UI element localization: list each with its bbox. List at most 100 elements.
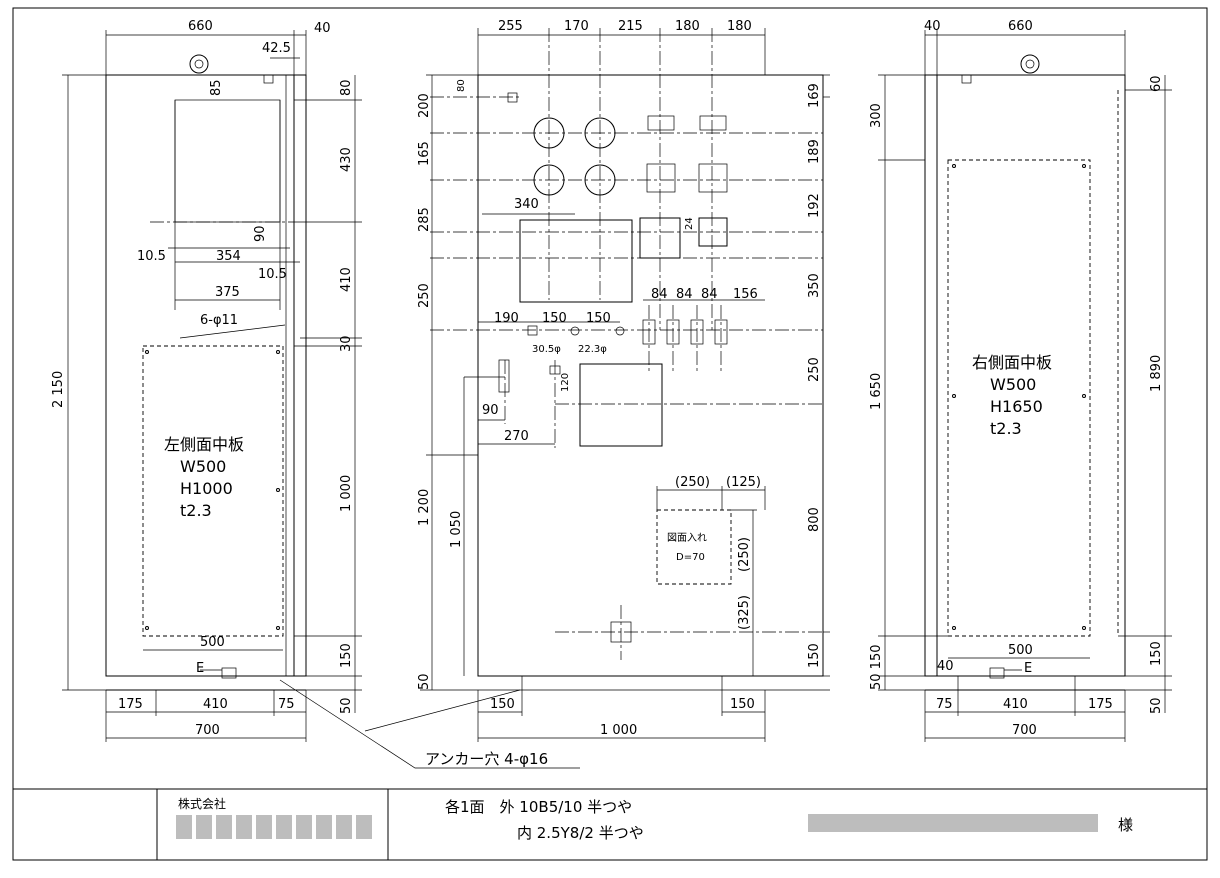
dim-right-w40: 40 (937, 659, 954, 674)
dim-right-700: 700 (1012, 723, 1037, 738)
right-e-label: E (1024, 661, 1032, 676)
dim-left-85: 85 (209, 79, 224, 96)
dim-right-40: 40 (924, 19, 941, 34)
upper-window (174, 99, 281, 223)
switch-icon (647, 115, 675, 131)
dim-pocket-250: (250) (675, 475, 710, 490)
left-panel-height: H1000 (180, 479, 233, 498)
dim-pocket-h325: (325) (737, 595, 752, 630)
left-mid-panel (142, 345, 284, 637)
dim-left-410: 410 (339, 267, 354, 292)
dim-left-500: 500 (200, 635, 225, 650)
lower-box (579, 363, 663, 447)
holes-leader (179, 324, 286, 339)
meter-icon (584, 117, 616, 149)
dim-left-354: 354 (216, 249, 241, 264)
dim-front-84c: 84 (701, 287, 718, 302)
dim-left-30: 30 (339, 335, 354, 352)
dim-pocket-h250: (250) (737, 537, 752, 572)
anchor-leader (279, 679, 580, 769)
small-lamp-icon (507, 92, 518, 103)
dim-front-1050: 1 050 (449, 511, 464, 548)
dim-left-40: 40 (314, 21, 331, 36)
dim-front-350: 350 (807, 273, 822, 298)
left-panel-thickness: t2.3 (180, 501, 212, 520)
dim-front-255: 255 (498, 19, 523, 34)
dim-left-175: 175 (118, 697, 143, 712)
dim-front-150a: 150 (542, 311, 567, 326)
pocket-title: 図面入れ (667, 532, 707, 544)
right-side-view: 40 660 300 1 650 50 150 60 1 890 150 50 … (869, 19, 1172, 742)
right-panel-width: W500 (990, 375, 1036, 394)
dim-front-50: 50 (417, 673, 432, 690)
dim-right-1890: 1 890 (1149, 355, 1164, 392)
dim-front-250: 250 (417, 283, 432, 308)
dim-front-200: 200 (417, 93, 432, 118)
company-prefix: 株式会社 (178, 796, 226, 811)
dim-left-75: 75 (278, 697, 295, 712)
dim-front-80: 80 (456, 79, 467, 92)
dim-front-84b: 84 (676, 287, 693, 302)
switch-icon (699, 115, 727, 131)
right-panel-name: 右側面中板 (972, 353, 1052, 372)
right-panel-height: H1650 (990, 397, 1043, 416)
dim-right-75: 75 (936, 697, 953, 712)
left-cabinet-outline (105, 74, 307, 677)
controller-box (698, 217, 728, 247)
dim-front-150b: 150 (586, 311, 611, 326)
dim-left-375: 375 (215, 285, 240, 300)
dim-front-340: 340 (514, 197, 539, 212)
front-cabinet-outline (477, 74, 824, 677)
left-panel-name: 左側面中板 (164, 435, 244, 454)
latch-icon (263, 74, 274, 84)
dim-left-660: 660 (188, 19, 213, 34)
meter-icon (533, 117, 565, 149)
left-e-label: E (196, 661, 204, 676)
dim-right-500: 500 (1008, 643, 1033, 658)
dim-front-1000: 1 000 (600, 723, 637, 738)
left-panel-width: W500 (180, 457, 226, 476)
dim-right-300: 300 (869, 103, 884, 128)
dim-left-holes: 6-φ11 (200, 313, 238, 328)
dim-right-60: 60 (1149, 75, 1164, 92)
sheet-border (12, 7, 1208, 861)
dim-right-175: 175 (1088, 697, 1113, 712)
redacted-customer-name (808, 814, 1098, 832)
meter-icon (533, 164, 565, 196)
dim-right-50-150: 50 150 (869, 645, 884, 691)
breaker-icon (666, 319, 680, 345)
hinge-icon (189, 54, 209, 74)
latch-icon (961, 74, 972, 84)
dim-left-150: 150 (339, 643, 354, 668)
dim-front-800: 800 (807, 507, 822, 532)
dim-left-410b: 410 (203, 697, 228, 712)
dim-left-80: 80 (339, 79, 354, 96)
drawing-pocket (656, 509, 732, 585)
dim-front-phi22: 22.3φ (578, 344, 607, 355)
dim-front-b150l: 150 (490, 697, 515, 712)
spec-line-2: 内 2.5Y8/2 半つや (517, 824, 644, 842)
anchor-note: アンカー穴 4-φ16 (425, 750, 548, 768)
dim-right-150: 150 (1149, 641, 1164, 666)
title-block: 株式会社 各1面 外 10B5/10 半つや 内 2.5Y8/2 半つや 様 (176, 796, 1133, 842)
front-view: 255 170 215 180 180 80 200 165 285 250 1… (417, 19, 830, 742)
dim-front-84a: 84 (651, 287, 668, 302)
dim-front-b150r: 150 (730, 697, 755, 712)
pocket-depth: D=70 (676, 552, 705, 563)
dim-right-1650: 1 650 (869, 373, 884, 410)
breaker-icon (690, 319, 704, 345)
dim-front-165: 165 (417, 141, 432, 166)
dim-front-150r: 150 (807, 643, 822, 668)
dim-front-169: 169 (807, 83, 822, 108)
breaker-icon (714, 319, 728, 345)
meter-icon (584, 164, 616, 196)
breaker-icon (642, 319, 656, 345)
dim-front-192: 192 (807, 193, 822, 218)
meter-square-icon (698, 163, 728, 193)
dim-right-410: 410 (1003, 697, 1028, 712)
meter-square-icon (646, 163, 676, 193)
dim-left-50: 50 (339, 697, 354, 714)
dim-left-90: 90 (253, 225, 268, 242)
dim-left-1000: 1 000 (339, 475, 354, 512)
